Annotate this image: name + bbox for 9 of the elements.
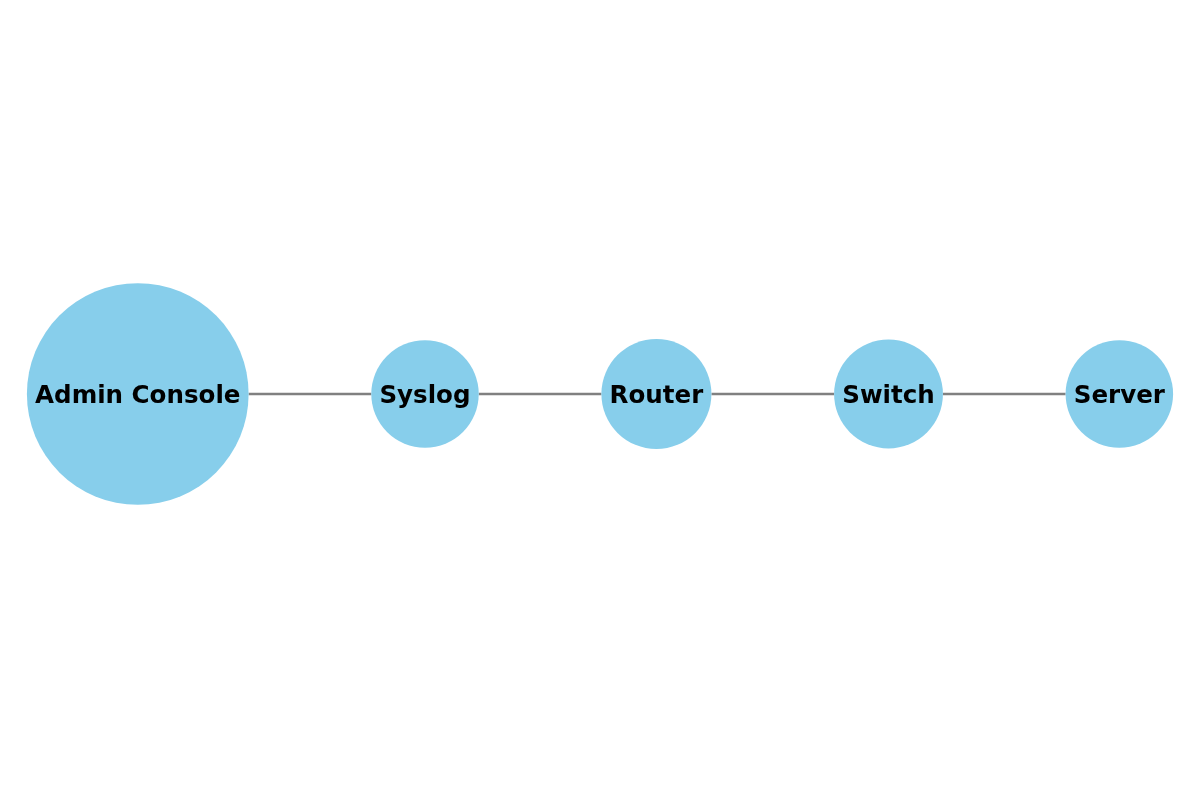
connector-line	[942, 392, 1066, 396]
node-circle: Server	[1065, 340, 1174, 448]
connector-line	[248, 392, 372, 396]
node-circle: Admin Console	[26, 283, 249, 505]
node-circle: Switch	[834, 339, 943, 449]
node-circle: Router	[601, 339, 712, 449]
connector-line	[711, 392, 835, 396]
node-circle: Syslog	[371, 340, 479, 448]
connector-line	[478, 392, 602, 396]
